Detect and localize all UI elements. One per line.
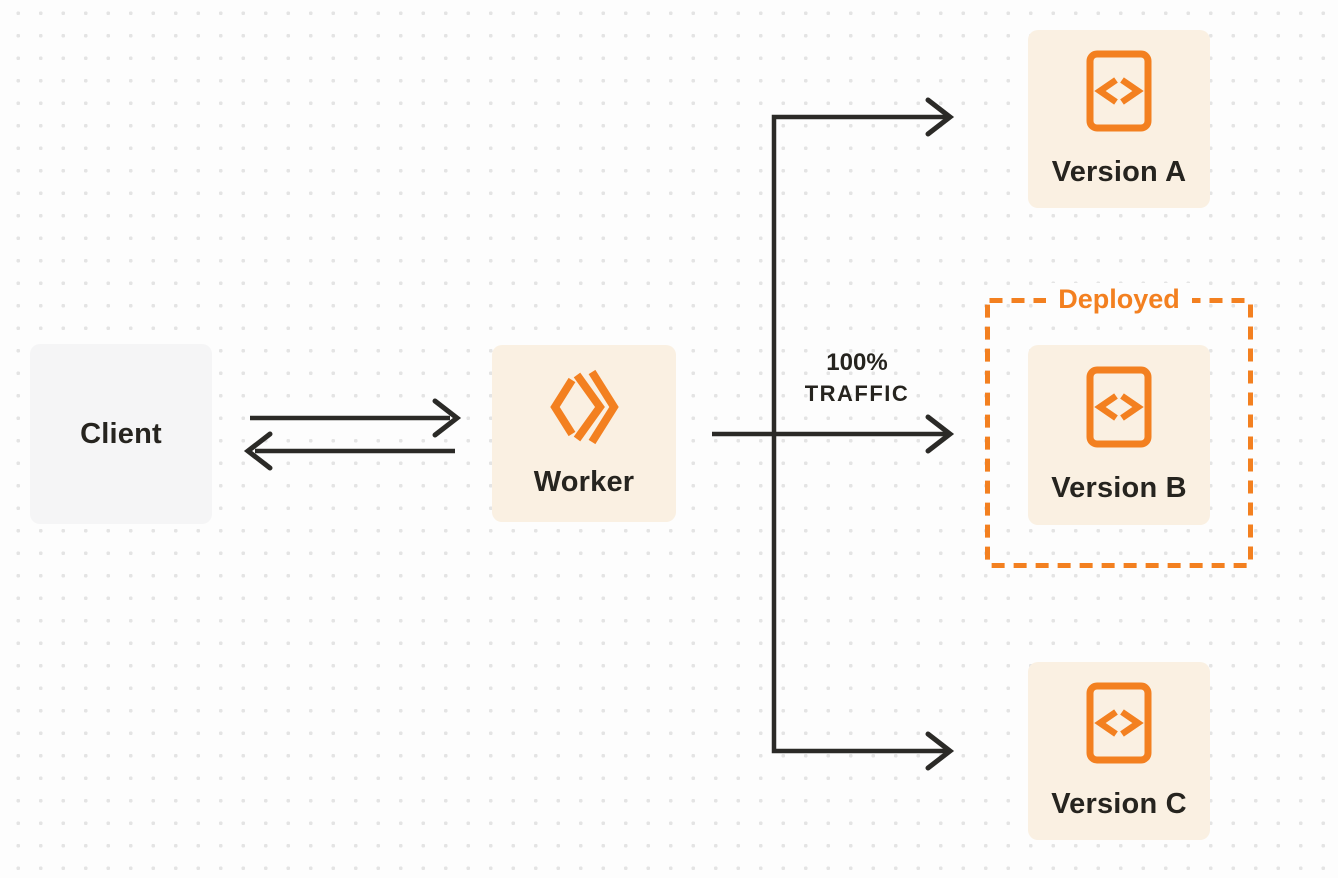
version-b-label: Version B	[1051, 471, 1187, 504]
code-file-icon	[1086, 50, 1152, 131]
version-a-label: Version A	[1051, 155, 1187, 188]
worker-label: Worker	[533, 466, 635, 498]
node-worker: Worker	[492, 345, 676, 522]
arrow-version-c-head	[925, 731, 955, 771]
client-label: Client	[80, 417, 162, 450]
arrow-client-to-worker-head	[432, 398, 462, 438]
arrow-worker-to-client-head	[243, 431, 273, 471]
deployed-region-label: Deployed	[985, 283, 1253, 315]
arrow-version-a-head	[925, 97, 955, 137]
node-version-a: Version A	[1028, 30, 1210, 208]
traffic-percentage: 100%	[826, 349, 888, 376]
cloudflare-workers-logo-icon	[550, 369, 619, 445]
version-c-label: Version C	[1051, 787, 1187, 820]
node-version-c: Version C	[1028, 662, 1210, 840]
branch-line-versions	[771, 114, 946, 754]
traffic-word: TRAFFIC	[804, 381, 910, 406]
code-file-icon	[1086, 682, 1152, 763]
arrow-version-b-head	[925, 414, 955, 454]
node-version-b: Version B	[1028, 345, 1210, 525]
node-client: Client	[30, 344, 212, 524]
deployed-label-text: Deployed	[1046, 283, 1192, 315]
code-file-icon	[1086, 366, 1152, 447]
traffic-annotation: 100% TRAFFIC	[788, 347, 926, 409]
